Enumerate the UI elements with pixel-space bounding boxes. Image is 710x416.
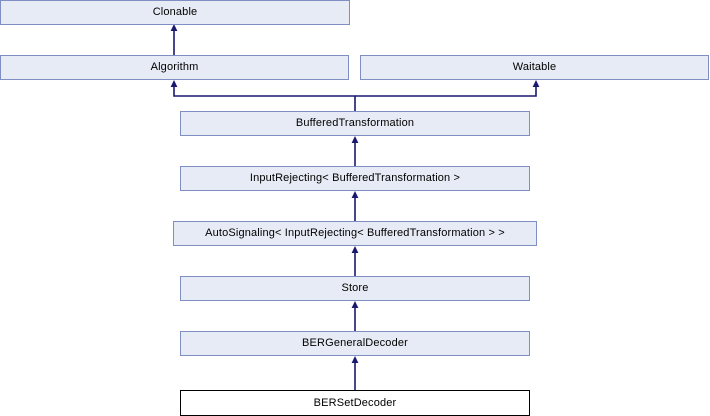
class-node-label: Clonable: [152, 6, 198, 18]
class-node-label: BERSetDecoder: [313, 396, 397, 409]
edge-inputrejecting-to-bufferedtransformation: [351, 136, 359, 166]
edge-store-to-autosignaling: [351, 246, 359, 276]
class-node-inputrejecting[interactable]: InputRejecting< BufferedTransformation >: [180, 166, 530, 191]
class-node-bergeneraldecoder[interactable]: BERGeneralDecoder: [180, 331, 530, 356]
class-node-label: InputRejecting< BufferedTransformation >: [249, 172, 461, 184]
class-node-store[interactable]: Store: [180, 276, 530, 301]
class-node-bufferedtransformation[interactable]: BufferedTransformation: [180, 111, 530, 136]
edge-algorithm-to-clonable: [170, 24, 178, 55]
edge-bufferedtransformation-to-waitable: [355, 80, 540, 97]
class-node-waitable[interactable]: Waitable: [360, 55, 709, 80]
edge-bergeneraldecoder-to-store: [351, 301, 359, 331]
edge-bersetdecoder-to-bergeneraldecoder: [351, 356, 359, 390]
class-node-label: Algorithm: [150, 61, 199, 73]
class-node-label: AutoSignaling< InputRejecting< BufferedT…: [205, 227, 505, 239]
class-node-algorithm[interactable]: Algorithm: [0, 55, 349, 80]
edge-bufferedtransformation-to-algorithm: [170, 80, 356, 111]
edge-autosignaling-to-inputrejecting: [351, 191, 359, 221]
class-node-label: Waitable: [512, 61, 557, 73]
class-node-autosignaling[interactable]: AutoSignaling< InputRejecting< BufferedT…: [173, 221, 537, 246]
class-node-label: BERGeneralDecoder: [302, 337, 408, 349]
class-node-clonable[interactable]: Clonable: [0, 0, 350, 25]
class-node-label: BufferedTransformation: [295, 117, 415, 129]
class-node-bersetdecoder[interactable]: BERSetDecoder: [180, 390, 530, 416]
class-node-label: Store: [341, 282, 369, 294]
